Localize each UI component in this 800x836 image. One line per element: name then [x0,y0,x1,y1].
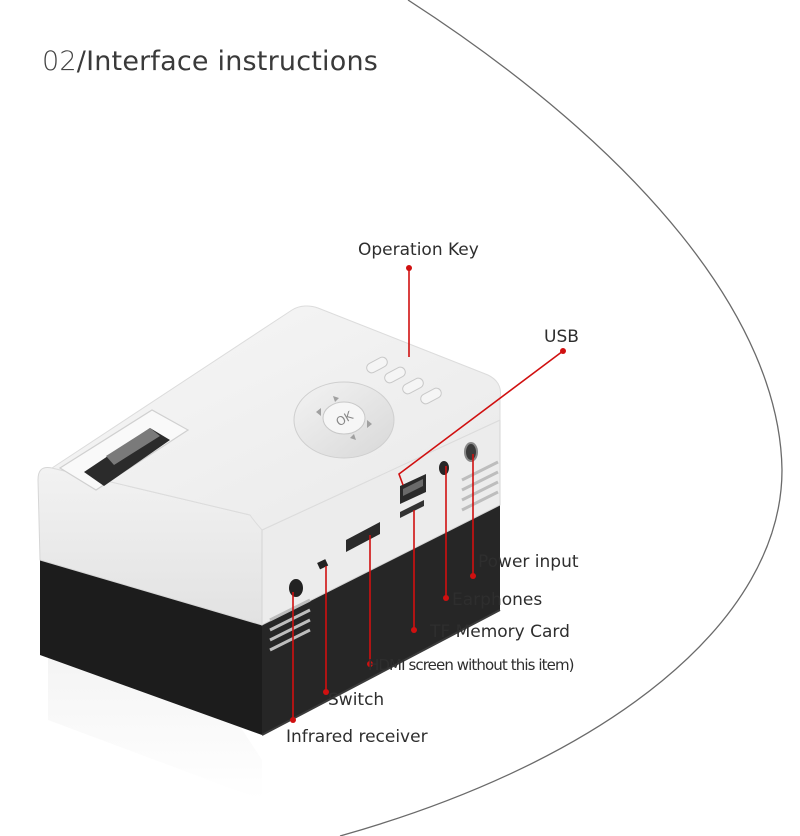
label-usb: USB [544,327,579,347]
label-power-input: Power input [478,552,579,572]
earphone-jack [439,461,449,475]
body-top [50,305,501,531]
ir-receiver [289,579,303,597]
label-hdmi: HDMI screen without this item) [368,656,575,674]
base-front-black [40,560,262,735]
vent-grille-front [269,598,311,652]
leader-dots [290,265,566,723]
label-operation-key: Operation Key [358,240,479,260]
label-tf-memory-card: TF Memory Card [430,622,570,642]
ok-button [322,401,366,435]
page-title: 02/Interface instructions [42,46,378,77]
tf-slot [400,500,424,518]
title-text: Interface instructions [86,46,379,77]
side-ports [289,442,478,597]
leader-lines [292,268,564,720]
vent-grille-side [461,460,499,512]
label-earphones: Earphones [452,590,543,610]
section-number: 02 [42,46,77,77]
base-side-black [262,505,500,735]
decorative-curve [339,0,783,836]
power-jack [464,442,478,462]
operation-keys [366,356,442,405]
hdmi-port [346,522,380,552]
label-infrared-receiver: Infrared receiver [286,727,428,747]
label-switch: Switch [328,690,385,710]
title-separator: / [76,46,87,77]
